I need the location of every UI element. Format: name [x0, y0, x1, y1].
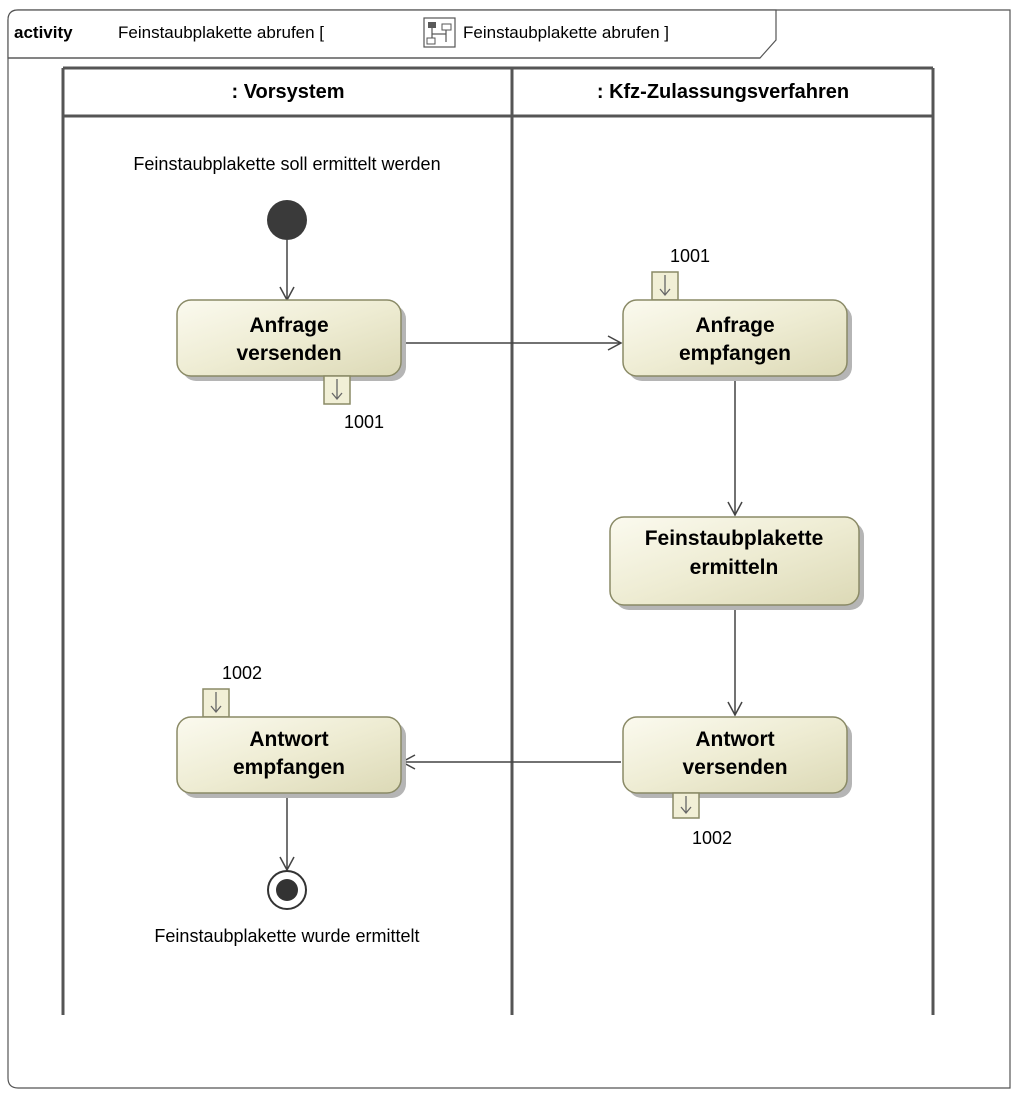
lane-title-kfz-zulassungsverfahren: : Kfz-Zulassungsverfahren — [597, 81, 849, 103]
control-flow-anfrage-empfangen-to-ermitteln — [727, 377, 743, 517]
control-flow-ermitteln-to-antwort-versenden — [727, 606, 743, 717]
action-antwort-empfangen-line1: Antwort — [249, 728, 328, 751]
action-antwort-empfangen: Antwort empfangen — [176, 716, 406, 798]
action-antwort-empfangen-line2: empfangen — [233, 756, 345, 779]
action-anfrage-empfangen-line2: empfangen — [679, 342, 791, 365]
output-pin-1002 — [672, 792, 700, 819]
action-anfrage-empfangen-line1: Anfrage — [695, 314, 774, 337]
activity-final-node — [267, 870, 307, 910]
output-pin-1001 — [323, 375, 351, 405]
action-ermitteln-line2: ermitteln — [690, 556, 779, 579]
action-anfrage-versenden-line1: Anfrage — [249, 314, 328, 337]
control-flow-anfrage-versenden-to-empfangen — [402, 335, 623, 351]
control-flow-start-to-anfrage — [279, 240, 295, 302]
action-antwort-versenden-line2: versenden — [682, 756, 787, 779]
action-anfrage-empfangen: Anfrage empfangen — [622, 299, 852, 381]
action-feinstaubplakette-ermitteln: Feinstaubplakette ermitteln — [609, 516, 864, 610]
lane-title-vorsystem: : Vorsystem — [231, 81, 344, 103]
input-pin-1002 — [202, 688, 230, 718]
activity-frame: activity Feinstaubplakette abrufen [ Fei… — [7, 9, 1011, 1089]
action-anfrage-versenden-line2: versenden — [236, 342, 341, 365]
action-antwort-versenden-line1: Antwort — [695, 728, 774, 751]
frame-name: Feinstaubplakette abrufen [ — [118, 23, 324, 42]
action-ermitteln-line1: Feinstaubplakette — [645, 527, 824, 550]
activity-reference-icon — [423, 17, 456, 48]
pin-label-antwort-versenden: 1002 — [692, 828, 732, 848]
initial-node — [267, 200, 307, 240]
frame-keyword: activity — [14, 23, 73, 42]
pin-label-antwort-empfangen: 1002 — [222, 663, 262, 683]
action-anfrage-versenden: Anfrage versenden — [176, 299, 406, 381]
frame-reference-name: Feinstaubplakette abrufen ] — [463, 23, 669, 42]
pin-label-anfrage-empfangen: 1001 — [670, 246, 710, 266]
end-note: Feinstaubplakette wurde ermittelt — [154, 926, 419, 946]
action-antwort-versenden: Antwort versenden — [622, 716, 852, 798]
start-note: Feinstaubplakette soll ermittelt werden — [133, 154, 440, 174]
pin-label-anfrage-versenden: 1001 — [344, 412, 384, 432]
control-flow-antwort-empfangen-to-final — [279, 792, 295, 872]
swimlanes: : Vorsystem : Kfz-Zulassungsverfahren — [61, 66, 935, 1015]
input-pin-1001 — [651, 271, 679, 301]
